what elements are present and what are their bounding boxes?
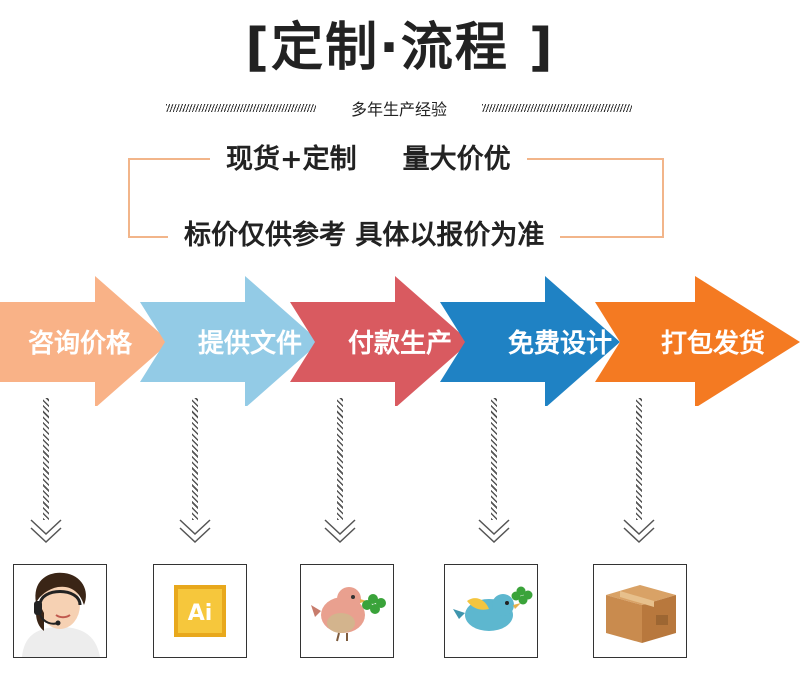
ai-text: Ai (188, 601, 213, 626)
connector-line-4 (491, 398, 497, 520)
hatch-divider-left (166, 104, 316, 112)
subtitle-row: 多年生产经验 (0, 96, 800, 120)
info-bulk-discount: 量大价优 (402, 144, 511, 175)
step-label-5: 打包发货 (661, 328, 765, 359)
chevron-down-icon (623, 519, 655, 544)
step-arrow-5 (595, 276, 800, 406)
chevron-down-icon (478, 519, 510, 544)
chevron-down-icon (179, 519, 211, 544)
info-stock-custom: 现货+定制 (226, 144, 357, 175)
title-area: [定制·流程 ] (0, 22, 800, 74)
connector-line-2 (192, 398, 198, 520)
chevron-down-icon (324, 519, 356, 544)
info-line-1: 现货+定制 量大价优 (210, 146, 527, 173)
step-arrow-3 (290, 276, 470, 406)
step-arrow-2 (140, 276, 320, 406)
step-label-3: 付款生产 (348, 329, 452, 359)
process-arrows: 咨询价格 提供文件 付款生产 免费设计 打包发货 (0, 276, 800, 406)
step-thumb-3 (300, 564, 394, 658)
chevron-down-icon (30, 519, 62, 544)
step-thumb-4 (444, 564, 538, 658)
headset-agent-icon (14, 565, 106, 657)
connector-line-1 (43, 398, 49, 520)
illustrator-file-icon: Ai (154, 565, 246, 657)
pink-bird-clover-icon (301, 565, 393, 657)
step-arrow-4 (440, 276, 620, 406)
shipping-box-icon (594, 565, 686, 657)
blue-bird-clover-icon (445, 565, 537, 657)
step-thumb-5 (593, 564, 687, 658)
connector-line-3 (337, 398, 343, 520)
page-subtitle: 多年生产经验 (350, 100, 447, 119)
info-line-2: 标价仅供参考 具体以报价为准 (168, 222, 561, 249)
step-arrow-1 (0, 276, 170, 406)
step-label-1: 咨询价格 (28, 328, 133, 359)
step-thumb-1 (13, 564, 107, 658)
page-title: [定制·流程 ] (245, 18, 555, 78)
hatch-divider-right (482, 104, 632, 112)
step-label-4: 免费设计 (508, 328, 612, 359)
step-label-2: 提供文件 (198, 328, 302, 359)
step-thumb-2: Ai (153, 564, 247, 658)
connector-line-5 (636, 398, 642, 520)
